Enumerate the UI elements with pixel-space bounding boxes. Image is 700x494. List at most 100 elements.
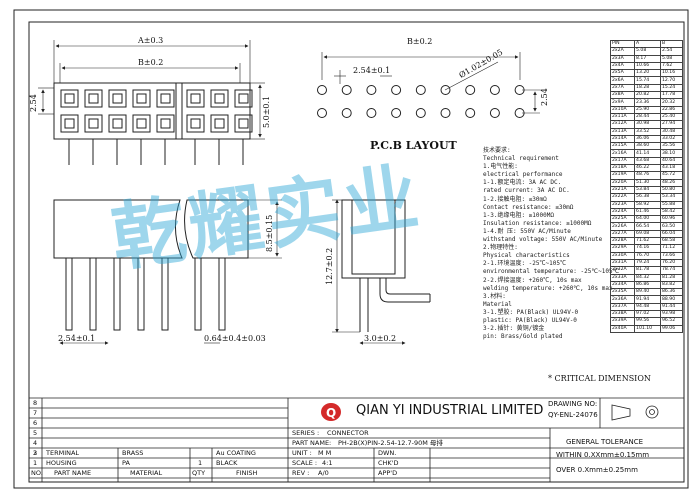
chkd-label: CHK'D	[378, 459, 399, 467]
scale-label: SCALE :	[292, 459, 318, 467]
dim-side-offset: 3.0±0.2	[364, 334, 397, 343]
spec-line: 3.材料:	[483, 292, 506, 300]
bom-row-1-material: PA	[122, 459, 130, 467]
spec-line: plastic: PA(Black) UL94V-0	[483, 316, 577, 324]
pin-table-cell: 5.08	[659, 54, 684, 63]
pin-table-cell: 99.56	[634, 317, 661, 326]
spec-line: Material	[483, 300, 512, 308]
bottom-pin	[194, 257, 202, 331]
spec-line: 3-2.插针: 黄铜/镀金	[483, 325, 545, 333]
bom-row-2-finish: Au COATING	[216, 449, 256, 457]
pin-table-cell: 74.16	[634, 244, 661, 253]
pin-table-cell: 2x24A	[609, 207, 636, 217]
socket-contact	[190, 93, 201, 104]
pin-table-cell: 2x12A	[609, 120, 636, 129]
front-dimension-lines	[38, 40, 265, 140]
pin-table-cell: 41.14	[634, 149, 661, 158]
pin-table-cell: 10.66	[634, 61, 661, 71]
spec-line: 3-1.塑胶: PA(Black) UL94V-0	[483, 308, 579, 316]
spec-line: 1.电气性能:	[483, 163, 518, 171]
spec-line: 1-2.接触电阻: ≤30mΩ	[483, 195, 547, 203]
socket-contact	[160, 118, 171, 129]
pin-table-cell: 79.24	[634, 258, 661, 268]
pcb-hole	[391, 108, 402, 118]
outer-frame	[13, 9, 689, 489]
bottom-pin	[218, 257, 226, 331]
bom-header-finish: FINISH	[236, 469, 258, 477]
pin-table-cell: 33.02	[659, 134, 684, 144]
pin-table-cell: 66.54	[634, 222, 661, 231]
company-name: QIAN YI INDUSTRIAL LIMITED	[356, 403, 544, 418]
pin-table-cell: 2x29A	[609, 244, 636, 253]
socket-hole	[156, 114, 175, 133]
front-view	[53, 82, 253, 165]
pin-table-cell: 83.82	[659, 280, 684, 290]
socket-contact	[238, 118, 249, 129]
pin-table-cell: 69.08	[634, 229, 661, 239]
pin-table-cell: 2x34A	[609, 280, 636, 290]
pin-table-cell: 35.56	[659, 142, 684, 151]
inner-frame	[28, 21, 685, 483]
spec-line: 2-1.环境温度: -25℃~105℃	[483, 260, 566, 268]
company-logo: Q	[321, 403, 341, 421]
dim-b-front: B±0.2	[138, 58, 164, 67]
pin-table-header: A	[634, 39, 661, 49]
bottom-view	[53, 199, 282, 345]
pin-table-cell: 2x36A	[609, 295, 636, 304]
pin-table-cell: 36.06	[634, 134, 661, 144]
pin-table-cell: 2x30A	[609, 251, 636, 260]
pcb-hole	[317, 108, 327, 118]
socket-hole	[234, 114, 253, 133]
spec-line: 1-4.耐 压: 550V AC/Minute	[483, 227, 571, 235]
socket-contact	[112, 118, 123, 129]
pin-table-cell: 53.84	[634, 185, 661, 195]
pin-table-cell: 15.74	[634, 76, 661, 85]
bom-row-1-qty: 1	[198, 459, 203, 467]
pin-table-cell: 7.62	[659, 61, 684, 71]
pin-table-cell: 2x27A	[609, 229, 636, 239]
pcb-hole	[317, 85, 327, 95]
pcb-hole	[489, 85, 500, 95]
socket-hole	[234, 89, 253, 108]
dim-body-height: 8.5±0.15	[265, 214, 274, 252]
spec-line: rated current: 3A AC DC.	[483, 187, 570, 195]
pin-table-cell: 2x2A	[609, 47, 636, 56]
pin-table-cell: 2x3A	[609, 54, 636, 63]
socket-contact	[214, 118, 225, 129]
pcb-hole	[391, 85, 402, 95]
pin-table-cell: 2x16A	[609, 149, 636, 158]
spec-line: Physical characteristics	[483, 252, 570, 260]
spec-line: Technical requirement	[483, 155, 559, 163]
pcb-hole	[489, 108, 500, 118]
socket-contact	[136, 118, 147, 129]
revision-row-number: 3	[33, 449, 38, 457]
socket-contact	[112, 93, 123, 104]
pin-table-cell: 2x37A	[609, 302, 636, 312]
pin-table-cell: 2x11A	[609, 112, 636, 122]
pin-table-cell: 48.26	[659, 178, 684, 187]
dim-pitch-front: 2.54	[29, 94, 38, 112]
socket-hole	[210, 89, 229, 108]
pin-table-cell: 30.98	[634, 120, 661, 129]
pin-table-cell: 2x20A	[609, 178, 636, 187]
spec-line: 2-2.焊接温度: +260℃, 10s max	[483, 276, 582, 284]
pin-table-cell: 76.20	[659, 258, 684, 268]
bom-header-material: MATERIAL	[130, 469, 163, 477]
general-tolerance: GENERAL TOLERANCE	[566, 438, 644, 446]
pin-table-cell: 68.58	[659, 236, 684, 246]
spec-line: withstand voltage: 550V AC/Minute	[483, 236, 603, 244]
pin-table-cell: 10.16	[659, 69, 684, 78]
pcb-hole	[415, 108, 426, 118]
